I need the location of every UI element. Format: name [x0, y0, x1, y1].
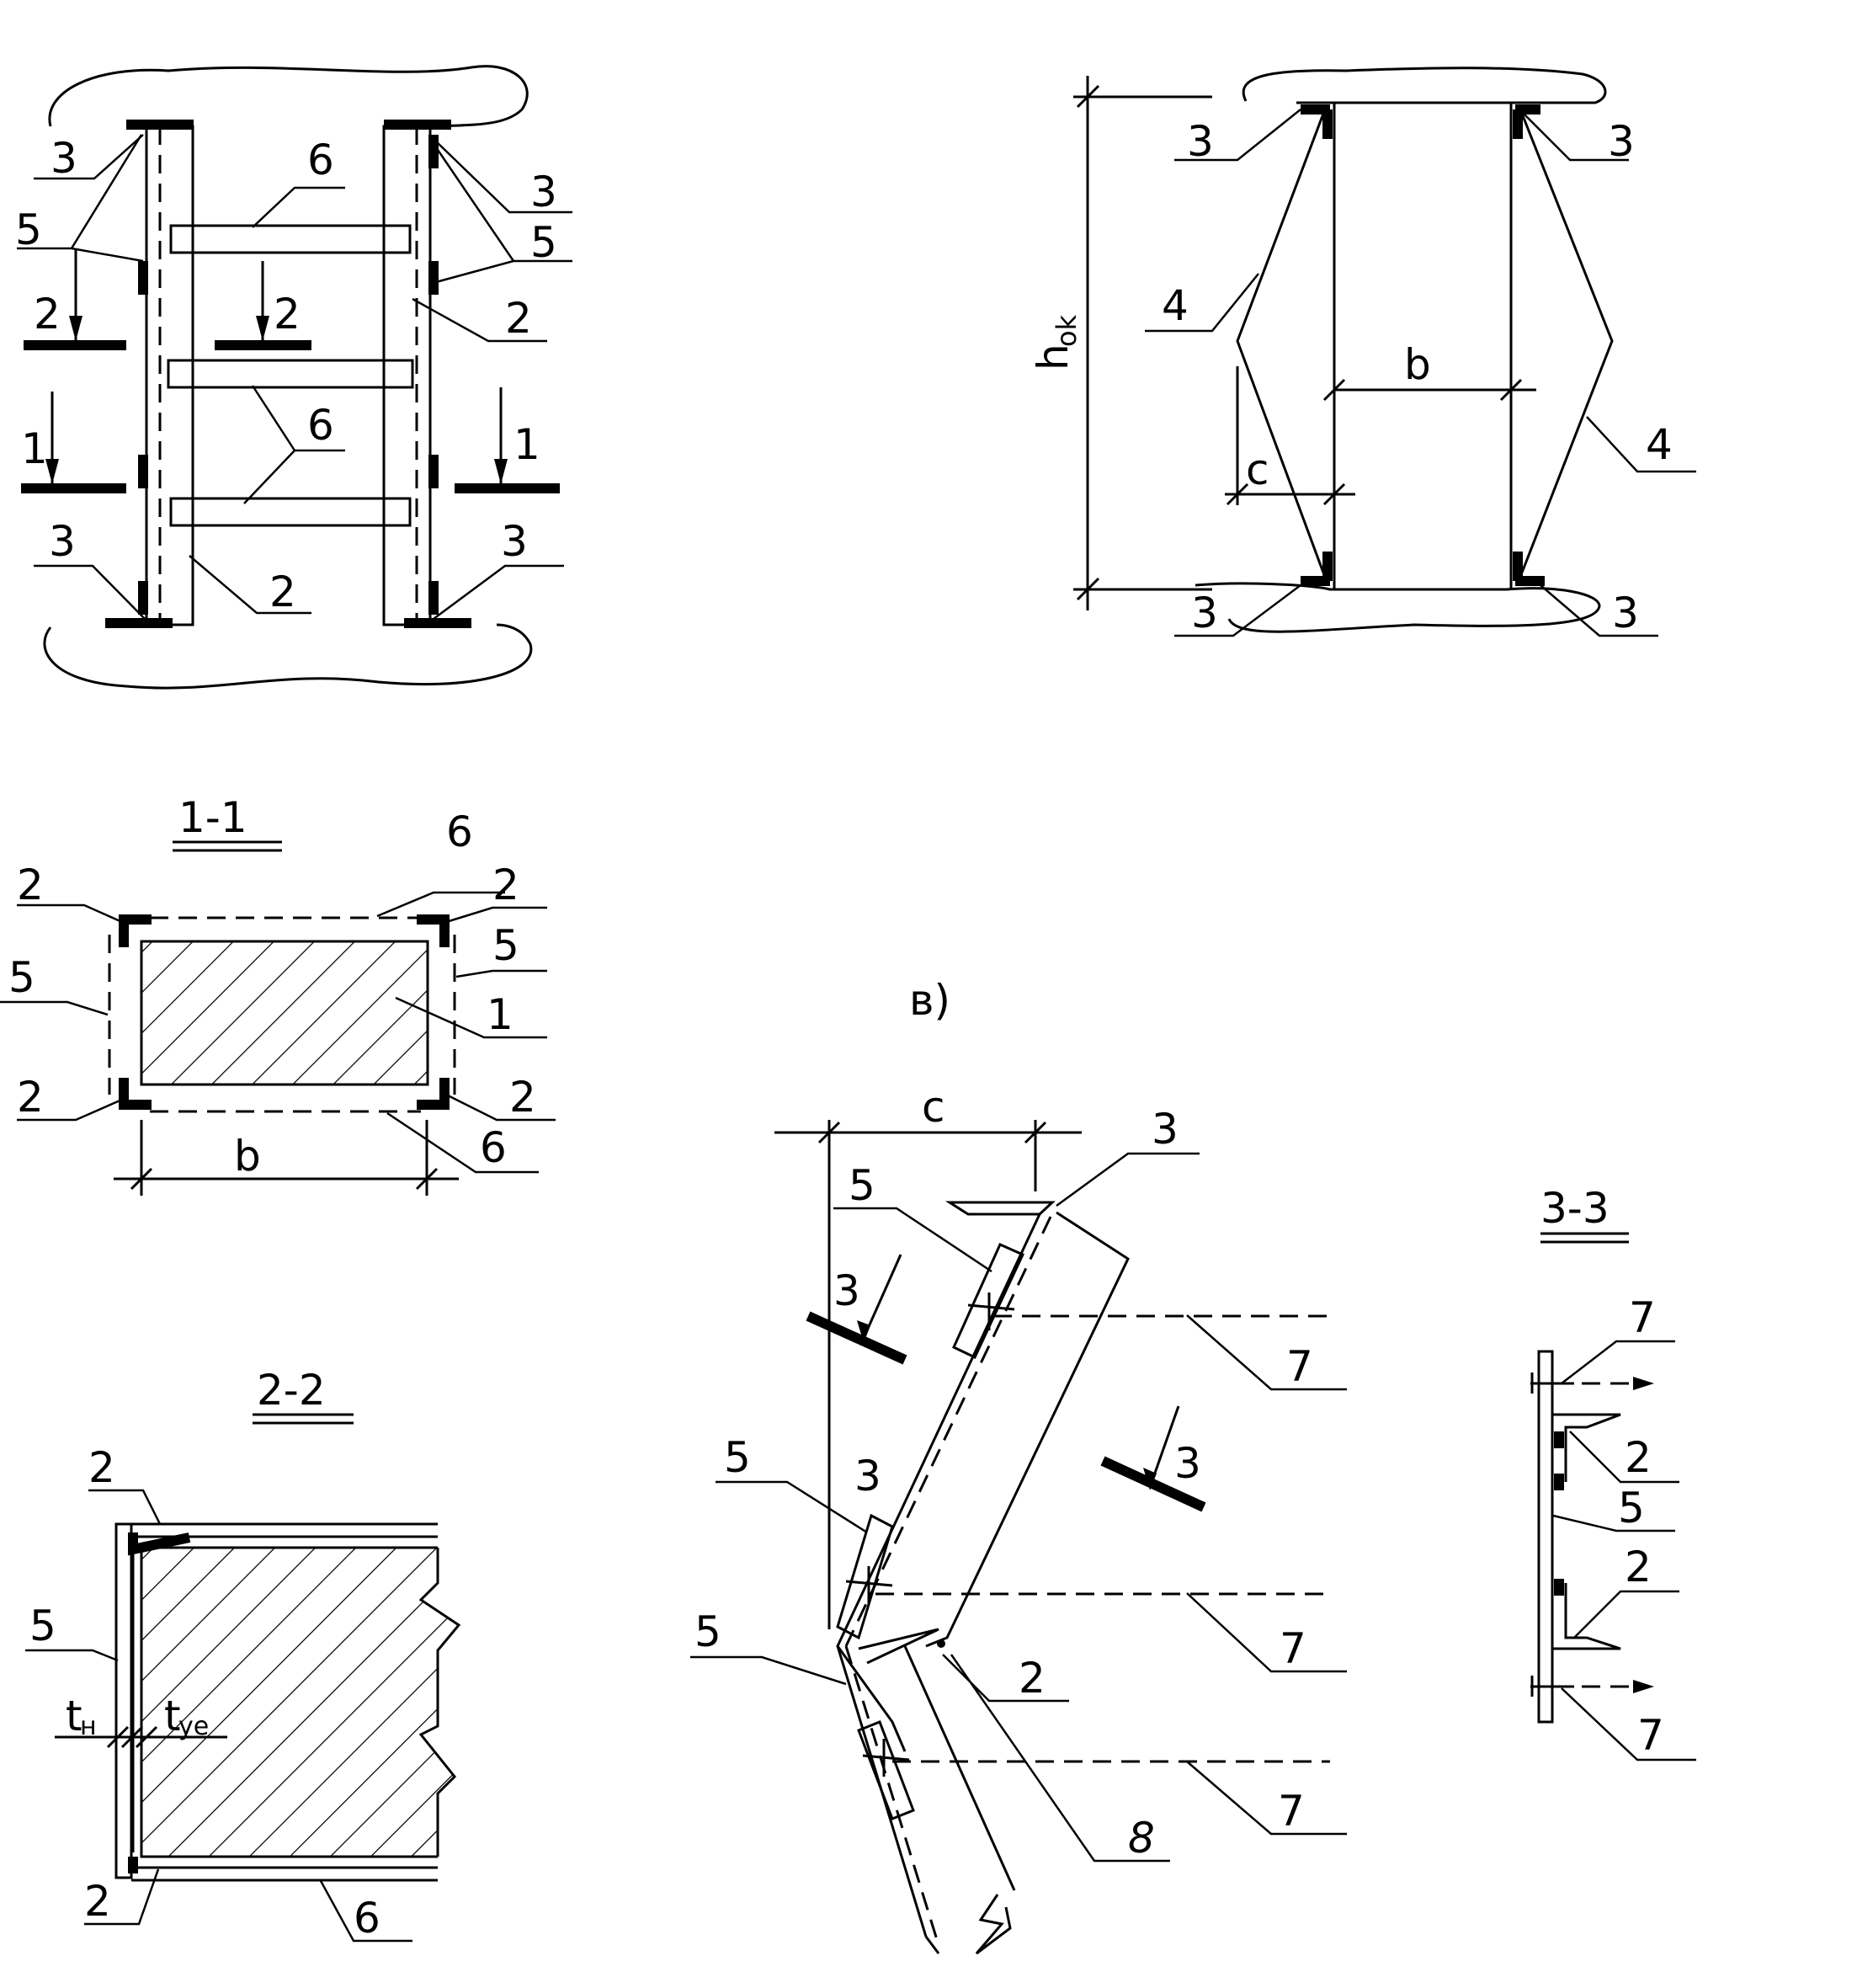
label-5: 5	[8, 953, 35, 1002]
label-3: 3	[1612, 589, 1639, 637]
svg-text:ok: ok	[1051, 314, 1083, 347]
section-2-2: 2-2 t н t уе	[25, 1366, 461, 1943]
label-5: 5	[1618, 1484, 1645, 1532]
dim-t-n: t н	[66, 1692, 97, 1741]
svg-text:н: н	[80, 1712, 97, 1741]
label-3: 3	[1191, 589, 1218, 637]
svg-text:t: t	[164, 1692, 181, 1740]
view-v-elevation: в) c	[690, 976, 1347, 1955]
label-5: 5	[724, 1433, 751, 1482]
label-2: 2	[509, 1073, 536, 1122]
label-2: 2	[505, 294, 532, 343]
label-2: 2	[88, 1443, 115, 1492]
label-6: 6	[307, 136, 334, 184]
section-3-3: 3-3 7 2 5 2 7	[1530, 1184, 1696, 1761]
label-2: 2	[17, 1073, 44, 1122]
label-2: 2	[34, 290, 61, 338]
svg-text:t: t	[66, 1692, 82, 1740]
section-title-1-1: 1-1	[178, 793, 247, 842]
section-1-1: 1-1 b 2 6 2 5 5	[0, 793, 556, 1196]
label-3: 3	[501, 517, 528, 566]
label-5: 5	[15, 205, 42, 254]
label-7: 7	[1629, 1293, 1656, 1342]
label-7: 7	[1280, 1624, 1306, 1673]
label-2: 2	[1625, 1433, 1652, 1482]
label-1: 1	[21, 424, 48, 473]
label-2: 2	[17, 861, 44, 909]
dim-t-ye: t уе	[164, 1692, 209, 1741]
label-3: 3	[1608, 117, 1635, 166]
dim-b: b	[1404, 340, 1431, 389]
svg-text:уе: уе	[178, 1712, 209, 1741]
label-5: 5	[694, 1607, 721, 1656]
dim-c: c	[922, 1083, 945, 1132]
label-7: 7	[1286, 1342, 1313, 1391]
view-a-elevation: 3 5 2 2 6 3 5 2 6 1 1 3 3 2	[15, 65, 572, 690]
label-5: 5	[492, 921, 519, 970]
label-3: 3	[854, 1452, 881, 1500]
label-3: 3	[51, 134, 77, 183]
label-2: 2	[1019, 1654, 1046, 1703]
label-7: 7	[1278, 1787, 1305, 1836]
label-3: 3	[530, 168, 557, 216]
label-1: 1	[513, 420, 540, 469]
label-3: 3	[1187, 117, 1214, 166]
label-5: 5	[849, 1161, 875, 1210]
svg-text:h: h	[1029, 344, 1078, 370]
view-b-elevation: h ok b c 3 3 4 4 3 3	[1029, 67, 1696, 637]
label-6: 6	[354, 1894, 380, 1943]
label-6: 6	[446, 807, 473, 856]
label-4: 4	[1162, 281, 1189, 330]
label-3: 3	[833, 1266, 860, 1315]
dim-h-ok: h ok	[1029, 314, 1083, 370]
section-title-3-3: 3-3	[1540, 1184, 1610, 1233]
label-5: 5	[530, 218, 557, 267]
dim-c: c	[1246, 445, 1269, 494]
label-7: 7	[1637, 1711, 1664, 1760]
label-2: 2	[1625, 1543, 1652, 1591]
label-3: 3	[49, 517, 76, 566]
label-8: 8	[1128, 1814, 1155, 1863]
label-2: 2	[84, 1877, 111, 1926]
label-6: 6	[480, 1123, 507, 1172]
label-3: 3	[1174, 1439, 1201, 1488]
label-3: 3	[1152, 1105, 1179, 1154]
dim-b: b	[234, 1132, 261, 1181]
label-2: 2	[492, 861, 519, 909]
label-2: 2	[274, 290, 301, 338]
section-title-2-2: 2-2	[257, 1366, 326, 1415]
label-6: 6	[307, 401, 334, 450]
sub-caption-v: в)	[909, 976, 950, 1025]
label-2: 2	[269, 568, 296, 616]
label-5: 5	[29, 1602, 56, 1650]
label-1: 1	[487, 990, 513, 1039]
label-4: 4	[1646, 420, 1673, 469]
